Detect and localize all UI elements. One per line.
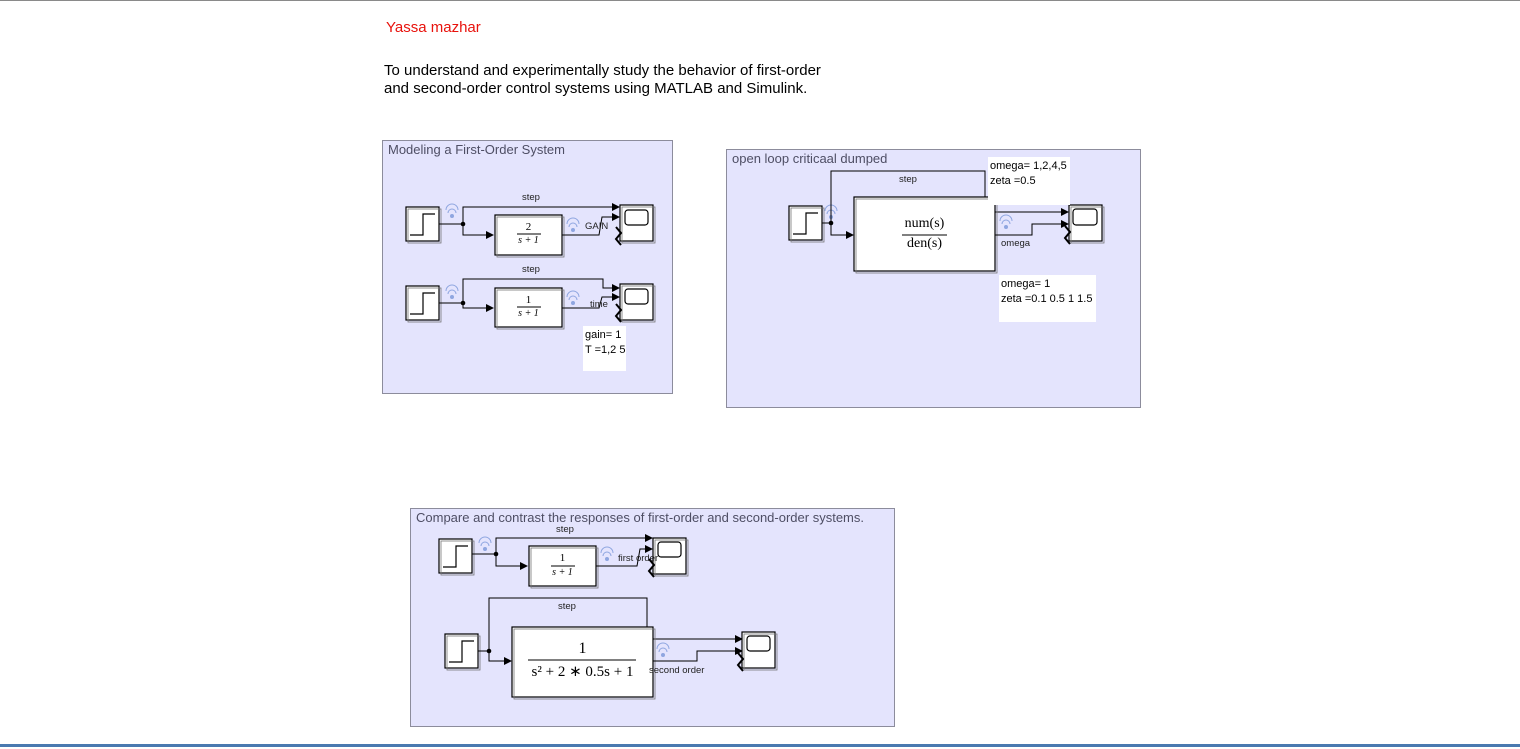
signal-line[interactable] — [830, 223, 849, 236]
top-border — [0, 0, 1520, 1]
step-block[interactable] — [788, 205, 825, 243]
parameter-note-bottom[interactable]: omega= 1 zeta =0.1 0.5 1 1.5 — [999, 275, 1096, 322]
objective-annotation[interactable]: To understand and experimentally study t… — [384, 62, 821, 97]
signal-label-omega[interactable]: omega — [1001, 238, 1031, 249]
signal-line[interactable] — [653, 650, 738, 662]
signal-line[interactable] — [488, 651, 507, 662]
signal-line[interactable] — [439, 278, 615, 304]
signal-icon — [566, 290, 580, 305]
diagram-canvas — [788, 170, 1105, 274]
signal-icon — [566, 217, 580, 232]
signal-line[interactable] — [995, 223, 1064, 236]
note-line: zeta =0.1 0.5 1 1.5 — [1001, 293, 1093, 305]
signal-icon — [445, 203, 459, 218]
transfer-fcn-denominator: s + 1 — [552, 567, 573, 578]
signal-line[interactable] — [462, 303, 489, 309]
diagram-canvas — [438, 534, 778, 700]
step-block[interactable] — [438, 538, 475, 576]
signal-line[interactable] — [462, 224, 489, 236]
transfer-fcn-numerator: num(s) — [904, 216, 945, 231]
note-line: zeta =0.5 — [990, 175, 1036, 187]
scope-block[interactable] — [736, 631, 778, 672]
diagram-canvas — [405, 203, 656, 330]
signal-label-step[interactable]: step — [522, 192, 540, 203]
note-line: omega= 1,2,4,5 — [990, 160, 1067, 172]
signal-line[interactable] — [472, 537, 648, 555]
scope-block[interactable] — [1063, 204, 1105, 245]
step-block[interactable] — [405, 285, 442, 323]
area-title: Modeling a First-Order System — [388, 142, 565, 157]
transfer-fcn-block[interactable] — [494, 287, 565, 330]
transfer-fcn-denominator: s² + 2 ∗ 0.5s + 1 — [531, 664, 634, 680]
signal-label-step[interactable]: step — [899, 174, 917, 185]
signal-label-step[interactable]: step — [556, 524, 574, 535]
transfer-fcn-numerator: 1 — [559, 552, 566, 564]
transfer-fcn-numerator: 2 — [525, 221, 532, 233]
transfer-fcn-block[interactable] — [511, 626, 656, 700]
signal-icon — [656, 642, 670, 657]
signal-line[interactable] — [562, 296, 615, 309]
transfer-fcn-numerator: 1 — [525, 294, 532, 306]
area-first-order[interactable]: Modeling a First-Order System — [382, 140, 673, 394]
signal-icon — [600, 546, 614, 561]
signal-line[interactable] — [439, 206, 615, 225]
signal-label-time[interactable]: time — [590, 299, 608, 310]
transfer-fcn-denominator: s + 1 — [518, 235, 539, 246]
signal-line[interactable] — [562, 216, 615, 236]
signal-line[interactable] — [495, 554, 523, 567]
transfer-fcn-denominator: s + 1 — [518, 308, 539, 319]
scope-block[interactable] — [614, 283, 656, 323]
scope-block[interactable] — [614, 204, 656, 246]
transfer-fcn-block[interactable] — [528, 545, 599, 589]
transfer-fcn-numerator: 1 — [578, 640, 587, 657]
step-block[interactable] — [444, 633, 481, 671]
transfer-fcn-block[interactable] — [853, 196, 998, 274]
bottom-border — [0, 744, 1520, 747]
note-line: omega= 1 — [1001, 278, 1051, 290]
signal-label-first-order[interactable]: first order — [618, 553, 659, 564]
parameter-note[interactable]: gain= 1 T =1,2 5 — [583, 326, 626, 371]
signal-icon — [999, 214, 1013, 229]
signal-label-step[interactable]: step — [558, 601, 576, 612]
parameter-note-top[interactable]: omega= 1,2,4,5 zeta =0.5 — [988, 157, 1070, 205]
signal-icon — [478, 536, 492, 551]
scope-block[interactable] — [647, 537, 689, 578]
author-annotation[interactable]: Yassa mazhar — [386, 19, 481, 36]
signal-label-gain[interactable]: GAIN — [585, 221, 609, 232]
signal-label-step[interactable]: step — [522, 264, 540, 275]
step-block[interactable] — [405, 206, 442, 244]
area-title: Compare and contrast the responses of fi… — [416, 510, 864, 525]
transfer-fcn-block[interactable] — [494, 214, 565, 258]
area-compare[interactable]: Compare and contrast the responses of fi… — [410, 508, 895, 727]
signal-line[interactable] — [596, 548, 648, 567]
transfer-fcn-denominator: den(s) — [907, 236, 942, 251]
note-line: gain= 1 — [585, 329, 622, 341]
area-title: open loop criticaal dumped — [732, 151, 888, 166]
signal-icon — [445, 284, 459, 299]
signal-label-second-order[interactable]: second order — [649, 665, 705, 676]
note-line: T =1,2 5 — [585, 344, 626, 356]
area-open-loop[interactable]: open loop criticaal dumped — [726, 149, 1141, 408]
